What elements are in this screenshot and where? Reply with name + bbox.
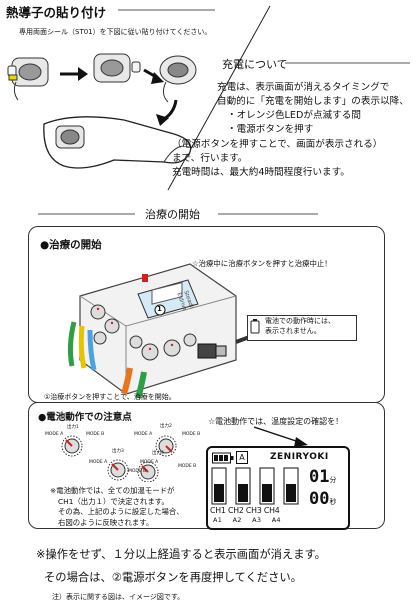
charging-title-underline	[285, 62, 410, 64]
lcd-seconds: 00秒	[309, 489, 336, 509]
stop-note: ☆治療中に治療ボタンを押すと治療中止！	[192, 259, 332, 268]
thermal-pad-2	[93, 53, 141, 83]
thermal-pad-3	[159, 55, 197, 103]
knob4-top-label: 出力4	[152, 451, 164, 456]
thermal-pad-instruction: 専用両面シール（ST01）を下図に従い貼り付けてください。	[19, 28, 212, 36]
charging-body-2: （電源ボタンを押すことで、画面が表示される） まで、行います。 充電時間は、最大…	[172, 138, 382, 180]
battery-note-line: ※電池動作では、全ての加温モードが	[50, 486, 175, 495]
lcd-minutes-unit: 分	[329, 476, 337, 484]
charging-line: ・オレンジ色LEDが点滅する間	[227, 110, 361, 121]
charging-line: （電源ボタンを押すことで、画面が表示される）	[172, 139, 383, 150]
knob2-mode-b: MODE B	[182, 432, 201, 437]
device-knob	[90, 304, 197, 361]
lcd-channel-mode: A4	[271, 516, 281, 524]
mode-knob-2	[155, 435, 177, 457]
lcd-channel-label: CH2	[227, 506, 244, 515]
lcd-minutes-value: 01	[309, 467, 330, 487]
lcd-minutes: 01分	[309, 467, 336, 487]
thermal-pad-illustration	[7, 53, 197, 169]
device-illustration	[67, 263, 250, 399]
charging-line: ・電源ボタンを押す	[227, 124, 314, 135]
lcd-channel-bars	[211, 467, 299, 505]
charging-line: 充電は、表示画面が消えるタイミングで	[217, 82, 390, 93]
temp-note-arrow	[253, 426, 308, 447]
knob4-mode-b: MODE B	[178, 464, 197, 469]
finger-illustration	[43, 116, 192, 169]
charging-body: 充電は、表示画面が消えるタイミングで 自動的に「充電を開始します」の表示以降、 …	[217, 81, 409, 137]
connector-illustration	[197, 343, 227, 359]
thermal-pad-1	[7, 57, 49, 101]
battery-section-title: ●電池動作での注意点	[38, 412, 132, 423]
knob3-mode-a: MODE A	[89, 460, 108, 465]
knob1-mode-a: MODE A	[45, 432, 64, 437]
lcd-channel-mode: A2	[232, 516, 242, 524]
battery-note-box	[247, 315, 357, 341]
treatment-subhead: ●治療の開始	[40, 239, 102, 251]
lcd-brand: ZENIRYOKI	[270, 452, 329, 462]
image-footnote: 注）表示に関する図は、イメージ図です。	[52, 593, 185, 601]
section-title-thermal-pad: 熱導子の貼り付け	[6, 5, 107, 20]
channel-bar-1	[211, 467, 227, 505]
device-screen-number: 1	[157, 305, 162, 313]
battery-icon	[250, 319, 260, 334]
channel-bar-3	[259, 467, 275, 505]
lcd-seconds-value: 00	[309, 489, 330, 509]
charging-line: 充電時間は、最大約4時間程度行います。	[172, 167, 350, 178]
knob3-mode-b: MODE B	[128, 469, 147, 474]
device-knob-indicator	[96, 307, 174, 351]
mode-knob-1	[61, 435, 83, 457]
lcd-channel-labels: CH1 CH2 CH3 CH4	[210, 506, 280, 515]
lcd-channel-label: CH3	[245, 506, 262, 515]
lcd-battery-icon	[212, 452, 234, 464]
lcd-channel-modes: A1 A2 A3 A4	[213, 516, 281, 524]
knob1-mode-b: MODE B	[86, 432, 105, 437]
lcd-channel-label: CH1	[210, 506, 226, 515]
lcd-mode-indicator: A	[236, 451, 248, 464]
knob4-mode-a: MODE A	[140, 460, 159, 465]
lcd-channel-mode: A3	[252, 516, 262, 524]
treatment-section-title: 治療の開始	[145, 208, 200, 221]
knob1-top-label: 出力1	[67, 425, 79, 430]
channel-bar-4	[283, 467, 299, 505]
mode-knob-3	[107, 459, 129, 481]
channel-bar-2	[235, 467, 251, 505]
power-button-note: その場合は、②電源ボタンを再度押してください。	[44, 571, 302, 584]
screen-off-note: ※操作をせず、１分以上経過すると表示画面が消えます。	[36, 548, 326, 561]
lcd-seconds-unit: 秒	[329, 498, 337, 506]
battery-note-line: 電池での動作時には、	[265, 317, 335, 325]
knob2-mode-a: MODE A	[134, 432, 153, 437]
treatment-title-lines	[38, 213, 318, 215]
mode-knob-4	[137, 461, 159, 482]
battery-note: 電池での動作時には、 表示されません。	[265, 316, 335, 336]
lcd-channel-mode: A1	[213, 516, 223, 524]
temp-check-note: ☆電池動作では、温度設定の確認を！	[208, 417, 344, 426]
charging-line: 自動的に「充電を開始します」の表示以降、	[217, 96, 409, 107]
battery-mode-notes: ※電池動作では、全ての加温モードが CH1（出力１）で決定されます。 その為、上…	[50, 486, 184, 528]
battery-note-line: その為、上記のように設定した場合、	[58, 507, 184, 516]
mode-knobs-illustration	[61, 435, 177, 482]
lcd-channel-label: CH4	[263, 506, 280, 515]
charging-line: まで、行います。	[172, 153, 248, 164]
battery-note-line: 右図のように反映されます。	[58, 517, 154, 527]
knob3-top-label: 出力3	[112, 449, 124, 454]
charging-title: 充電について	[222, 58, 288, 71]
start-caption: ①治療ボタンを押すことで、治療を開始。	[44, 393, 176, 401]
battery-note-line: 表示されません。	[265, 327, 321, 335]
knob2-top-label: 出力2	[160, 424, 172, 429]
battery-note-line: CH1（出力１）で決定されます。	[58, 496, 169, 506]
